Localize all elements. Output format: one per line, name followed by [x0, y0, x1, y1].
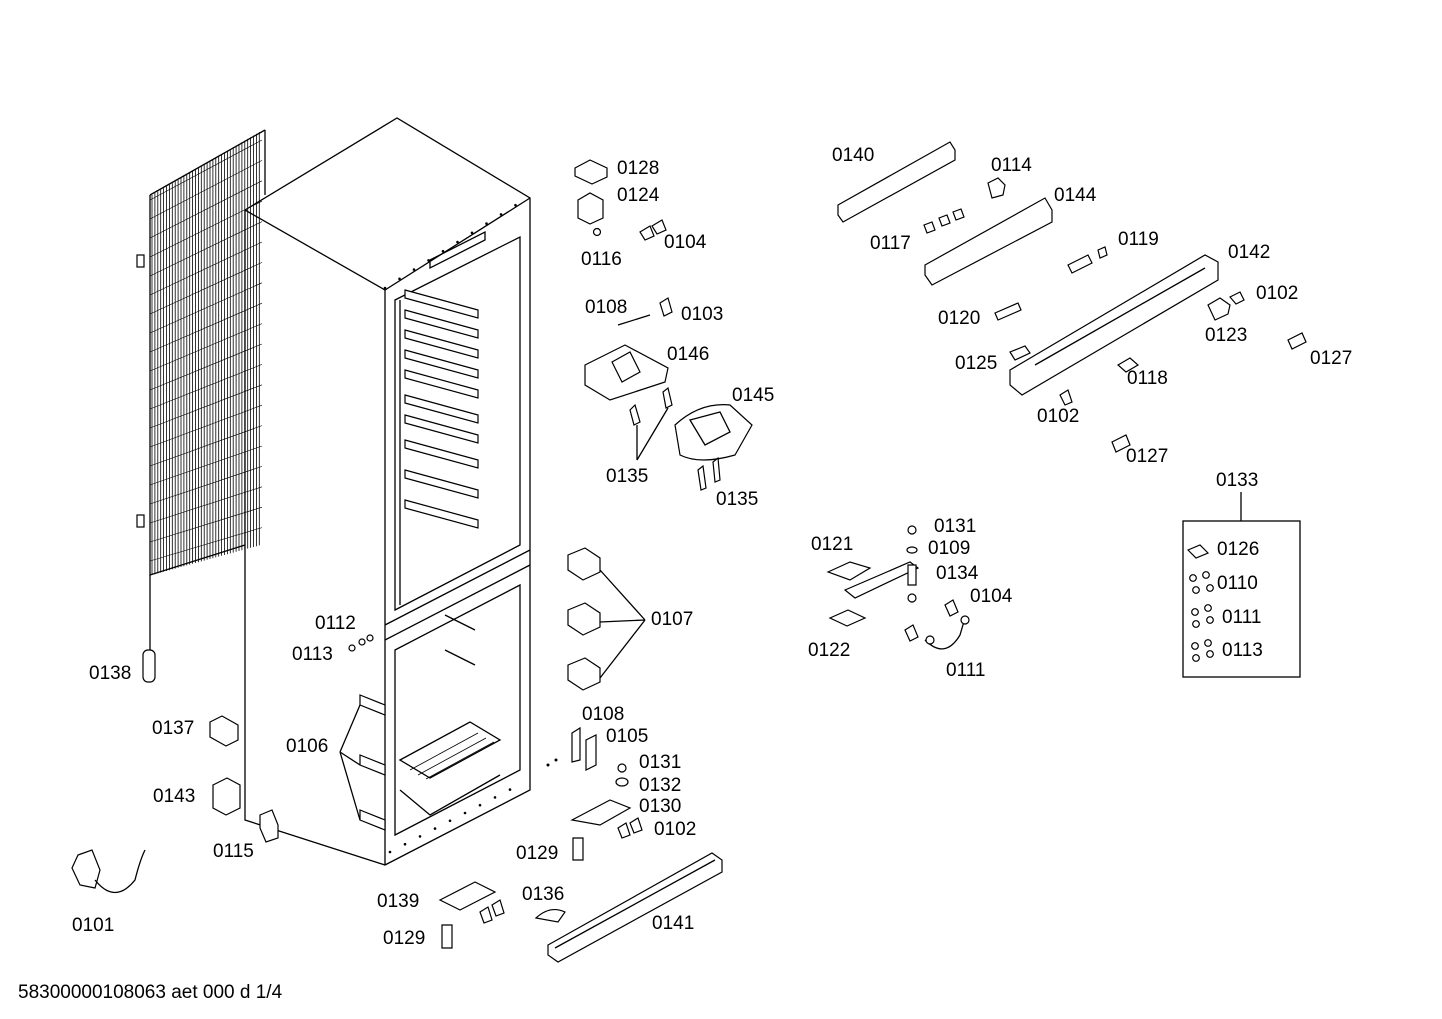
label-0135: 0135 — [716, 489, 758, 510]
label-0102: 0102 — [1037, 406, 1079, 427]
label-0106: 0106 — [286, 736, 328, 757]
condenser-0138 — [136, 129, 266, 683]
label-0113: 0113 — [292, 644, 333, 665]
label-0101: 0101 — [72, 915, 114, 936]
hinge-assembly-0121 — [826, 525, 970, 650]
label-0134: 0134 — [936, 563, 979, 584]
label-0102: 0102 — [654, 819, 696, 840]
label-0141: 0141 — [652, 913, 694, 934]
label-0112: 0112 — [315, 613, 356, 634]
door-shelves-0106 — [339, 694, 386, 831]
label-0113: 0113 — [1222, 640, 1263, 661]
label-0103: 0103 — [681, 304, 723, 325]
label-0136: 0136 — [522, 884, 564, 905]
label-0116: 0116 — [581, 249, 622, 270]
label-0143: 0143 — [153, 786, 195, 807]
label-0127: 0127 — [1310, 348, 1352, 369]
drawing-reference-footer: 58300000108063 aet 000 d 1/4 — [18, 982, 283, 1003]
label-0135: 0135 — [606, 466, 648, 487]
label-0111: 0111 — [946, 660, 985, 681]
top-center-parts — [574, 159, 753, 491]
label-0108: 0108 — [582, 704, 624, 725]
label-0146: 0146 — [667, 344, 709, 365]
label-0144: 0144 — [1054, 185, 1097, 206]
kit-box-0133 — [1182, 492, 1301, 678]
label-0104: 0104 — [664, 232, 707, 253]
part-labels: 0128 0124 0104 0116 0108 0103 0146 0145 … — [72, 145, 1352, 949]
label-0130: 0130 — [639, 796, 681, 817]
label-0132: 0132 — [639, 775, 681, 796]
label-0133: 0133 — [1216, 470, 1258, 491]
label-0121: 0121 — [811, 534, 853, 555]
label-0104: 0104 — [970, 586, 1013, 607]
label-0128: 0128 — [617, 158, 659, 179]
control-panel-parts — [837, 141, 1307, 453]
label-0120: 0120 — [938, 308, 980, 329]
label-0126: 0126 — [1217, 539, 1259, 560]
label-0114: 0114 — [991, 155, 1032, 176]
label-0109: 0109 — [928, 538, 970, 559]
label-0124: 0124 — [617, 185, 660, 206]
label-0102: 0102 — [1256, 283, 1298, 304]
label-0129: 0129 — [383, 928, 425, 949]
label-0108: 0108 — [585, 297, 627, 318]
label-0110: 0110 — [1217, 573, 1258, 594]
label-0123: 0123 — [1205, 325, 1247, 346]
label-0122: 0122 — [808, 640, 850, 661]
label-0117: 0117 — [870, 233, 911, 254]
label-0107: 0107 — [651, 609, 693, 630]
covers-0107 — [567, 547, 646, 691]
label-0137: 0137 — [152, 718, 194, 739]
label-0111: 0111 — [1222, 607, 1261, 628]
label-0127: 0127 — [1126, 446, 1168, 467]
label-0105: 0105 — [606, 726, 648, 747]
label-0129: 0129 — [516, 843, 558, 864]
screws-0112-0113 — [348, 634, 374, 652]
label-0131: 0131 — [934, 516, 976, 537]
small-parts-left — [71, 715, 279, 894]
label-0140: 0140 — [832, 145, 874, 166]
label-0139: 0139 — [377, 891, 419, 912]
label-0125: 0125 — [955, 353, 997, 374]
label-0115: 0115 — [213, 841, 254, 862]
label-0145: 0145 — [732, 385, 774, 406]
bottom-hinge-parts — [438, 726, 723, 963]
label-0118: 0118 — [1127, 368, 1168, 389]
label-0131: 0131 — [639, 752, 681, 773]
label-0142: 0142 — [1228, 242, 1270, 263]
label-0138: 0138 — [89, 663, 131, 684]
label-0119: 0119 — [1118, 229, 1159, 250]
